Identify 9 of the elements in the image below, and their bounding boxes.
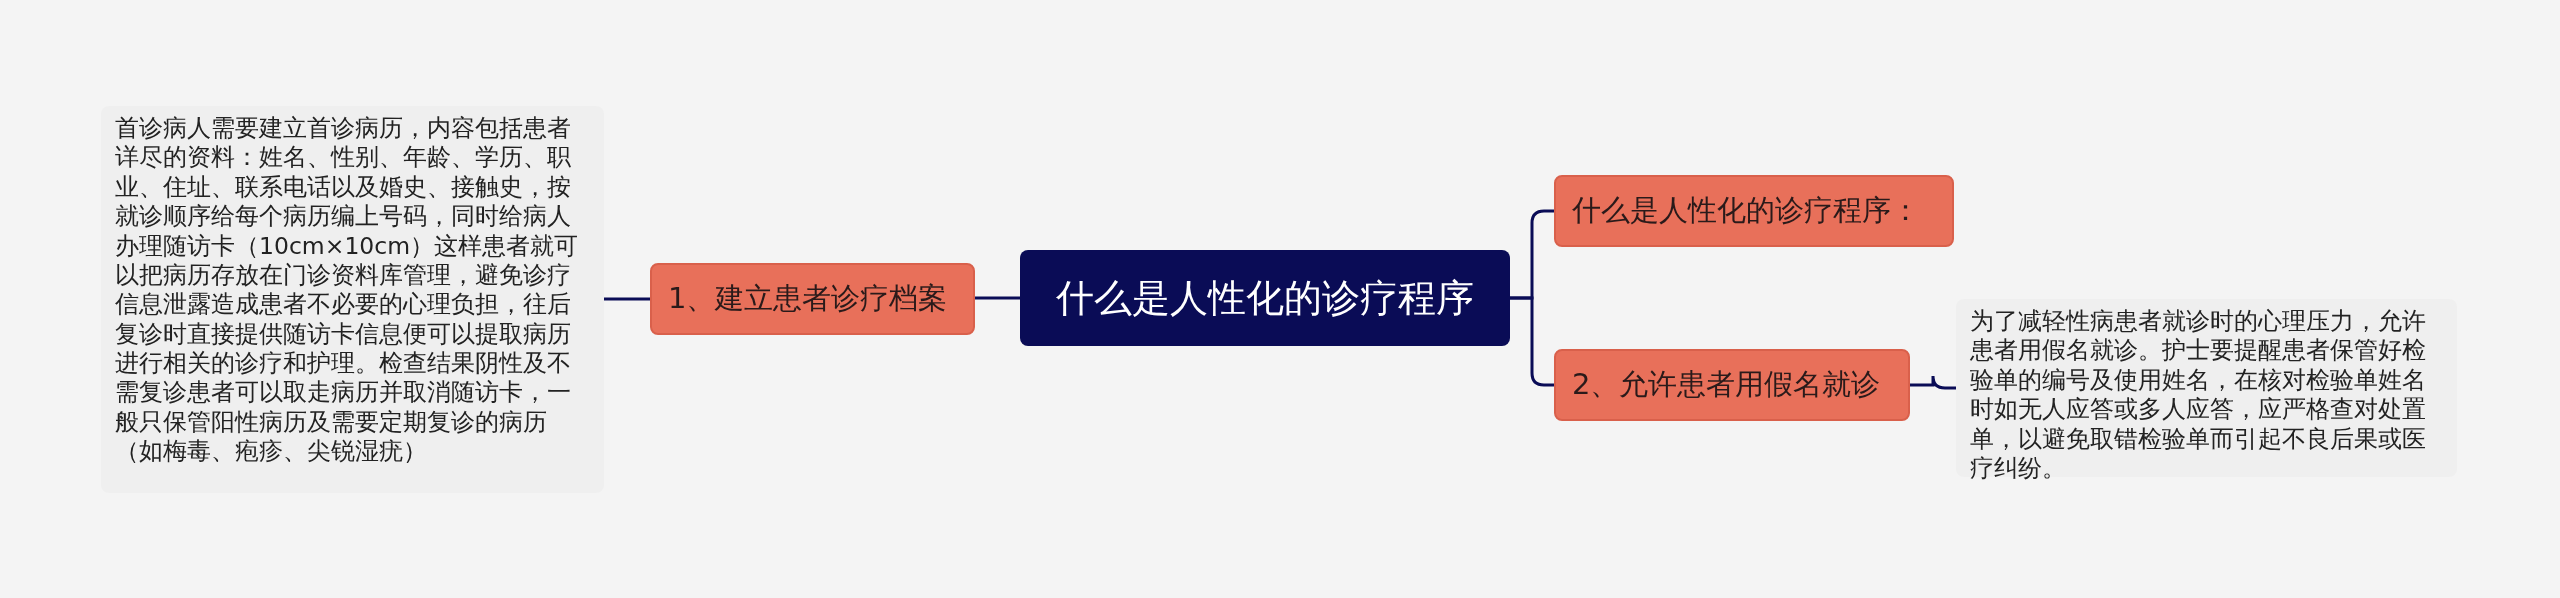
topic-box: 2、允许患者用假名就诊: [1554, 349, 1910, 421]
connector-line: [1510, 296, 1554, 387]
connector-line: [1910, 374, 1956, 390]
connector-line: [604, 297, 650, 301]
topic-box: 1、建立患者诊疗档案: [650, 263, 975, 335]
central-topic-box: 什么是人性化的诊疗程序: [1020, 250, 1510, 346]
connector-line: [975, 296, 1020, 300]
note-box: 首诊病人需要建立首诊病历，内容包括患者详尽的资料：姓名、性别、年龄、学历、职业、住址、联系电话以及婚史、接触史，按就诊顺序给每个病历编上号码，同时给病人办理随访卡（10cm×10cm）这样患者就可以把病历存放在门诊资料库管理，避免诊疗信息泄露造成患者不必要的心理负担，往后复诊时直接提供随访卡信息便可以提取病历进行相关的诊疗和护理。检查结果阴性及不需复诊患者可以取走病历并取消随访卡，一般只保管阳性病历及需要定期复诊的病历（如梅毒、疱疹、尖锐湿疣）: [101, 106, 604, 493]
topic-box: 什么是人性化的诊疗程序：: [1554, 175, 1954, 247]
